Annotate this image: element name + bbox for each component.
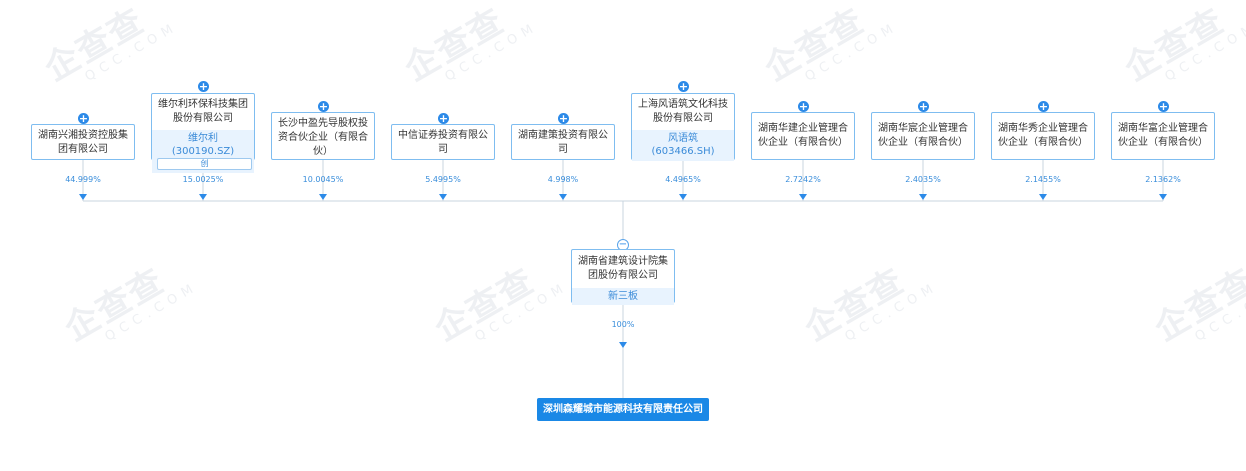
arrow-down-icon bbox=[919, 194, 927, 200]
shareholder-node[interactable]: 中信证券投资有限公司 bbox=[391, 124, 495, 160]
shareholder-node[interactable]: 长沙中盈先导股权投资合伙企业（有限合伙） bbox=[271, 112, 375, 160]
shareholder-name: 维尔利环保科技集团股份有限公司 bbox=[158, 99, 248, 124]
arrow-down-icon bbox=[619, 342, 627, 348]
arrow-down-icon bbox=[439, 194, 447, 200]
expand-icon[interactable]: + bbox=[918, 100, 929, 113]
share-percent: 2.7242% bbox=[785, 175, 821, 184]
stock-code: (603466.SH) bbox=[651, 146, 715, 157]
shareholder-name: 湖南建策投资有限公司 bbox=[518, 130, 608, 155]
stock-short-name: 风语筑 bbox=[668, 133, 698, 144]
arrow-down-icon bbox=[319, 194, 327, 200]
shareholder-node[interactable]: 湖南华富企业管理合伙企业（有限合伙） bbox=[1111, 112, 1215, 160]
expand-icon[interactable]: + bbox=[678, 80, 689, 93]
center-company-name: 湖南省建筑设计院集团股份有限公司 bbox=[578, 256, 668, 281]
expand-icon[interactable]: + bbox=[798, 100, 809, 113]
shareholder-name: 长沙中盈先导股权投资合伙企业（有限合伙） bbox=[278, 118, 368, 157]
shareholder-node[interactable]: 维尔利环保科技集团股份有限公司 维尔利 (300190.SZ)创 bbox=[151, 93, 255, 173]
share-percent: 5.4995% bbox=[425, 175, 461, 184]
share-percent: 10.0045% bbox=[302, 175, 344, 184]
shareholder-name: 湖南华富企业管理合伙企业（有限合伙） bbox=[1118, 123, 1208, 148]
stock-code: (300190.SZ) bbox=[171, 146, 235, 157]
expand-icon[interactable]: + bbox=[1158, 100, 1169, 113]
center-company-node[interactable]: 湖南省建筑设计院集团股份有限公司 新三板 bbox=[571, 249, 675, 305]
shareholder-node[interactable]: 湖南兴湘投资控股集团有限公司 bbox=[31, 124, 135, 160]
arrow-down-icon bbox=[199, 194, 207, 200]
shareholder-name: 湖南华宸企业管理合伙企业（有限合伙） bbox=[878, 123, 968, 148]
arrow-down-icon bbox=[799, 194, 807, 200]
share-percent: 2.4035% bbox=[905, 175, 941, 184]
shareholder-node[interactable]: 上海风语筑文化科技股份有限公司 风语筑 (603466.SH) bbox=[631, 93, 735, 161]
share-percent: 4.998% bbox=[547, 175, 579, 184]
share-percent: 44.999% bbox=[65, 175, 101, 184]
market-tag: 新三板 bbox=[572, 288, 674, 305]
board-badge: 创 bbox=[157, 158, 252, 170]
share-percent: 100% bbox=[611, 320, 635, 329]
arrow-down-icon bbox=[679, 194, 687, 200]
expand-icon[interactable]: + bbox=[78, 112, 89, 125]
target-company-node[interactable]: 深圳森耀城市能源科技有限责任公司 bbox=[537, 398, 709, 421]
shareholder-node[interactable]: 湖南华宸企业管理合伙企业（有限合伙） bbox=[871, 112, 975, 160]
share-percent: 2.1362% bbox=[1145, 175, 1181, 184]
shareholder-name: 中信证券投资有限公司 bbox=[398, 130, 488, 155]
expand-icon[interactable]: + bbox=[558, 112, 569, 125]
shareholder-node[interactable]: 湖南华建企业管理合伙企业（有限合伙） bbox=[751, 112, 855, 160]
shareholder-name: 上海风语筑文化科技股份有限公司 bbox=[638, 99, 728, 124]
expand-icon[interactable]: + bbox=[1038, 100, 1049, 113]
arrow-down-icon bbox=[79, 194, 87, 200]
shareholder-name: 湖南兴湘投资控股集团有限公司 bbox=[38, 130, 128, 155]
expand-icon[interactable]: + bbox=[438, 112, 449, 125]
shareholder-name: 湖南华建企业管理合伙企业（有限合伙） bbox=[758, 123, 848, 148]
listed-info[interactable]: 维尔利 (300190.SZ)创 bbox=[152, 130, 254, 173]
share-percent: 4.4965% bbox=[665, 175, 701, 184]
expand-icon[interactable]: + bbox=[318, 100, 329, 113]
share-percent: 15.0025% bbox=[182, 175, 224, 184]
arrow-down-icon bbox=[1159, 194, 1167, 200]
shareholder-node[interactable]: 湖南华秀企业管理合伙企业（有限合伙） bbox=[991, 112, 1095, 160]
stock-short-name: 维尔利 bbox=[188, 133, 218, 144]
shareholder-name: 湖南华秀企业管理合伙企业（有限合伙） bbox=[998, 123, 1088, 148]
expand-icon[interactable]: + bbox=[198, 80, 209, 93]
arrow-down-icon bbox=[1039, 194, 1047, 200]
listed-info[interactable]: 风语筑 (603466.SH) bbox=[632, 130, 734, 161]
arrow-down-icon bbox=[559, 194, 567, 200]
share-percent: 2.1455% bbox=[1025, 175, 1061, 184]
shareholder-node[interactable]: 湖南建策投资有限公司 bbox=[511, 124, 615, 160]
